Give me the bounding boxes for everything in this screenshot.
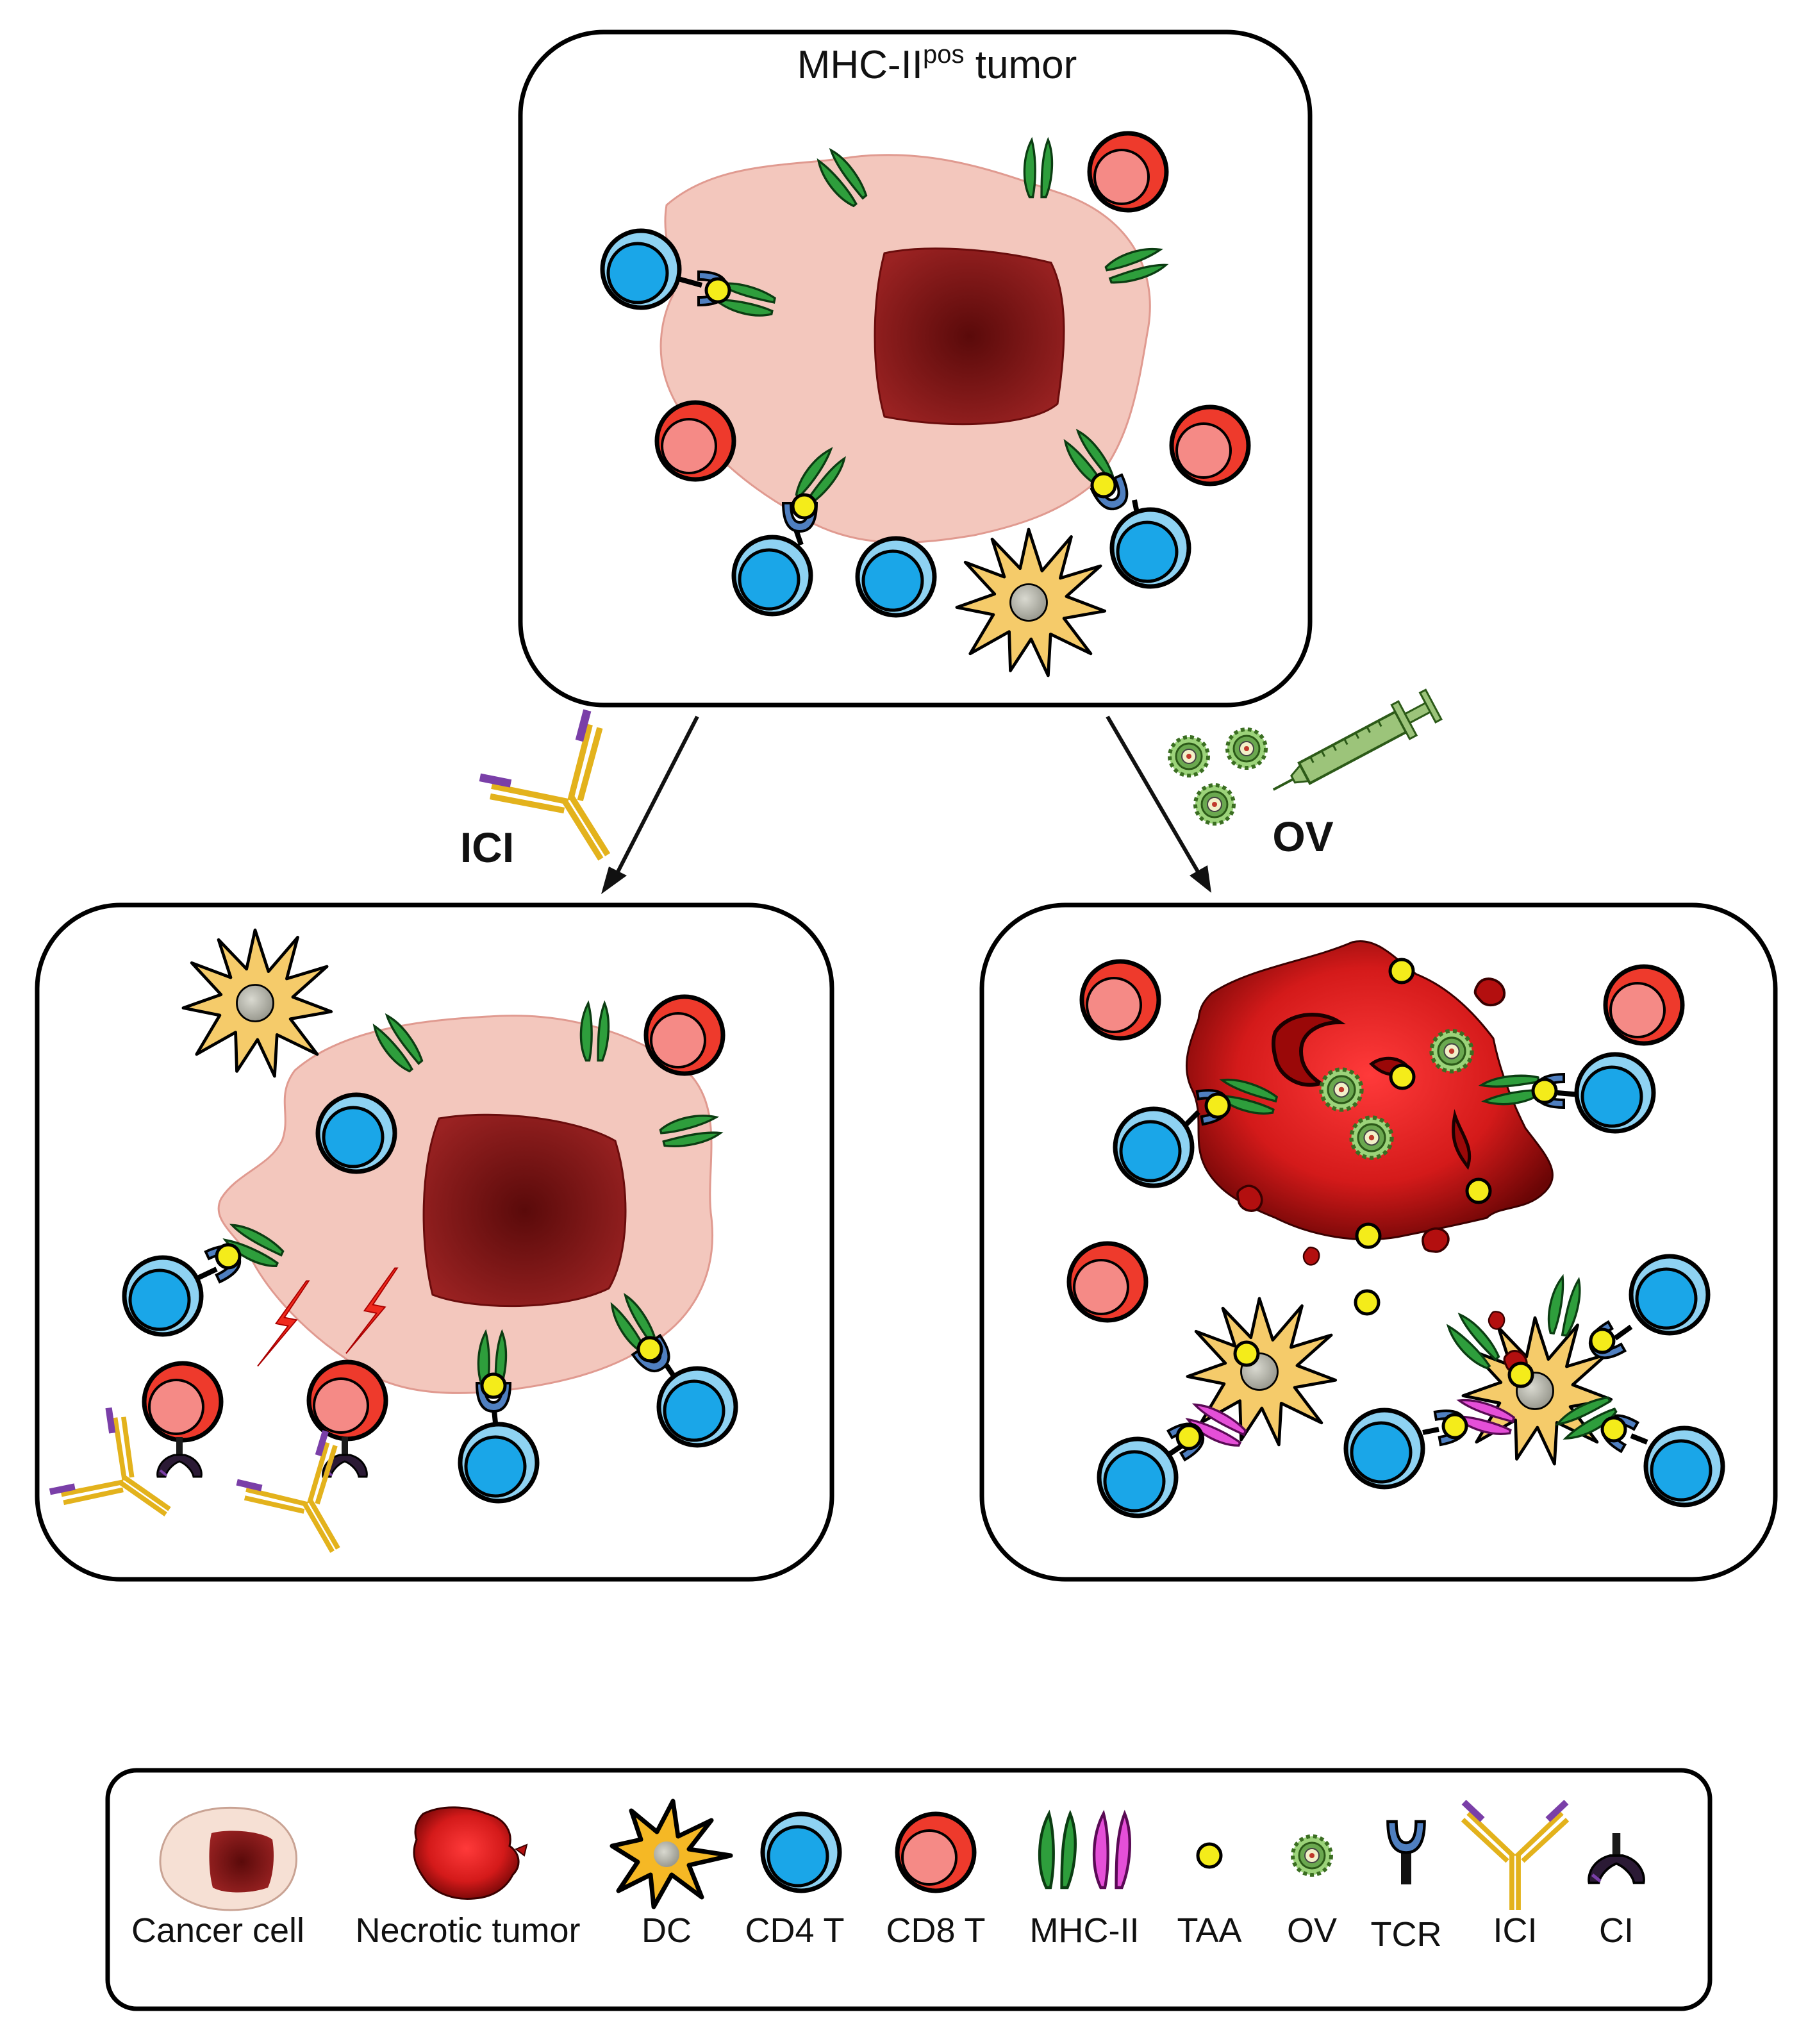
cd8-t-cell <box>1090 133 1166 210</box>
cd8-t-cell <box>1069 1243 1146 1320</box>
dendritic-cell-presenting <box>1346 1256 1723 1505</box>
taa <box>1391 1065 1414 1088</box>
cd4-t-cell-bound <box>1058 427 1189 586</box>
panel-top: MHC-IIpos tumor <box>518 29 1313 708</box>
dendritic-cell-presenting <box>1099 1299 1336 1516</box>
cd4-t-cell-bound <box>734 444 849 614</box>
necrotic-tumor <box>1185 940 1554 1241</box>
taa <box>1356 1291 1379 1314</box>
ov-therapy-label: OV <box>1272 813 1333 860</box>
legend-item-tcr: TCR <box>1371 1822 1442 1954</box>
taa <box>1467 1179 1490 1202</box>
panel-right <box>979 902 1778 1582</box>
ov-virus-icon <box>1195 785 1234 824</box>
cd4-t-cell-bound <box>1479 1054 1654 1131</box>
legend-label-necrotic: Necrotic tumor <box>355 1911 580 1950</box>
cd8-t-cell <box>1082 961 1159 1038</box>
cancer-cell <box>659 154 1151 544</box>
necrotic-debris <box>1473 977 1506 1007</box>
legend-item-cancer: Cancer cell <box>131 1806 304 1950</box>
legend-label-cd4: CD4 T <box>745 1911 844 1950</box>
legend-item-cd4: CD4 T <box>745 1814 845 1950</box>
cd4-t-cell-bound <box>460 1331 537 1501</box>
legend-label-cd8: CD8 T <box>886 1911 985 1950</box>
syringe-icon <box>1272 688 1443 791</box>
legend-label-dc: DC <box>642 1911 692 1950</box>
legend-item-cd8: CD8 T <box>886 1814 986 1950</box>
cd8-t-cell <box>1172 407 1248 484</box>
legend-item-taa: TAA <box>1177 1844 1242 1950</box>
cd8-t-cell <box>657 403 734 479</box>
legend-label-ov: OV <box>1287 1911 1337 1950</box>
legend: Cancer cell Necrotic tumor DC CD4 T CD8 … <box>105 1768 1713 2011</box>
panel-left <box>35 902 834 1582</box>
cd4-t-cell <box>858 538 934 615</box>
panel-top-title: MHC-IIpos tumor <box>797 40 1077 87</box>
ov-therapy: OV <box>1170 688 1443 860</box>
arrow-to-left <box>601 715 699 894</box>
ici-therapy-label: ICI <box>460 824 514 871</box>
legend-label-mhc: MHC-II <box>1030 1911 1140 1950</box>
legend-label-cancer: Cancer cell <box>131 1911 304 1950</box>
legend-label-tcr: TCR <box>1371 1915 1442 1954</box>
ov-virus <box>1322 1070 1362 1110</box>
legend-label-taa: TAA <box>1177 1911 1241 1950</box>
legend-label-ci: CI <box>1599 1911 1634 1950</box>
cd4-t-cell <box>318 1095 395 1172</box>
ov-virus <box>1432 1031 1472 1072</box>
legend-item-ci: CI <box>1589 1833 1644 1950</box>
cd4-t-cell-bound <box>124 1220 287 1334</box>
ov-virus-icon <box>1227 729 1266 768</box>
taa <box>1390 960 1413 983</box>
cd8-t-cell <box>1605 967 1682 1043</box>
taa <box>1357 1224 1380 1247</box>
legend-item-mhc: MHC-II <box>1030 1814 1140 1950</box>
ov-virus <box>1352 1118 1392 1158</box>
cd4-t-cell-bound <box>602 231 777 320</box>
legend-item-ici: ICI <box>1463 1802 1567 1950</box>
cd8-t-cell <box>646 997 723 1074</box>
cd4-t-cell-bound <box>1115 1075 1280 1186</box>
cd4-t-cell-bound <box>604 1292 736 1445</box>
legend-label-ici: ICI <box>1493 1911 1537 1950</box>
legend-item-necrotic: Necrotic tumor <box>355 1806 581 1950</box>
ici-therapy: ICI <box>460 710 659 891</box>
ov-virus-icon <box>1170 737 1208 776</box>
arrow-to-right <box>1106 715 1211 893</box>
legend-item-ov: OV <box>1287 1836 1337 1950</box>
legend-item-dc: DC <box>610 1799 733 1950</box>
